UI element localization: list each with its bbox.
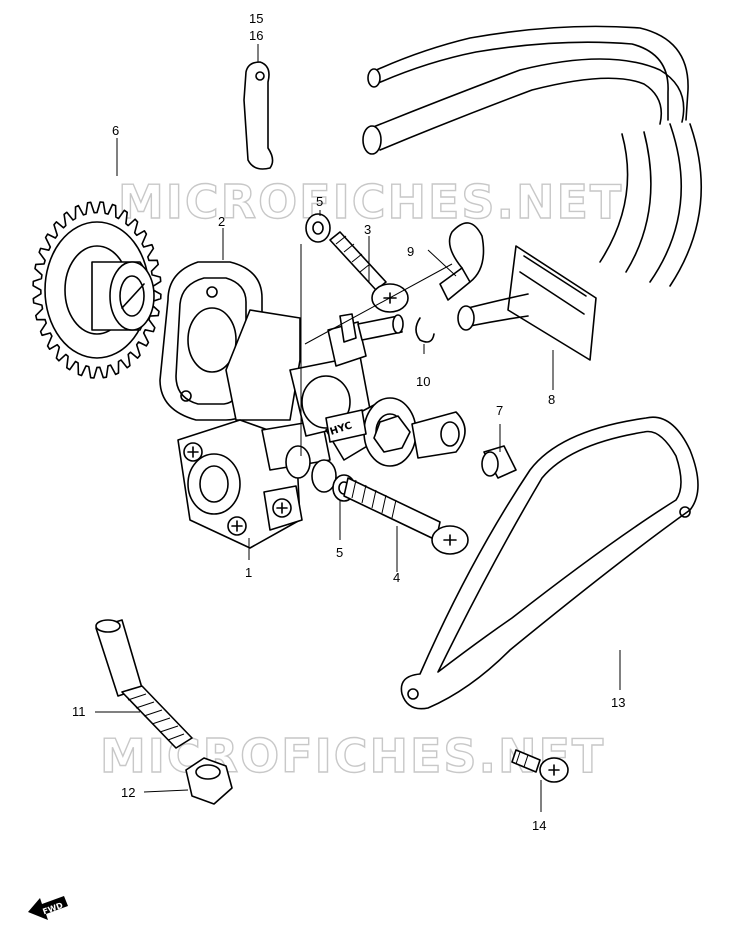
screw-part-14 (511, 749, 569, 783)
callout-3: 3 (364, 222, 371, 237)
bolt-part-4 (343, 477, 469, 555)
clip-part-10 (415, 317, 435, 343)
watermark-top: MICROFICHES.NET (118, 175, 623, 229)
oil-pump-body: HYC (177, 309, 466, 549)
callout-labels: 6 2 5 3 9 10 8 7 1 5 4 13 11 12 14 15 16 (72, 11, 625, 833)
callout-5-bottom: 5 (336, 545, 343, 560)
callout-13: 13 (611, 695, 625, 710)
callout-9: 9 (407, 244, 414, 259)
callout-15: 15 (249, 11, 263, 26)
fwd-arrow-icon: FWD (28, 896, 68, 920)
callout-5-top: 5 (316, 194, 323, 209)
callout-12: 12 (121, 785, 135, 800)
pipe-part-9 (439, 222, 485, 301)
callout-10: 10 (416, 374, 430, 389)
nut-part-12 (185, 757, 233, 805)
callout-14: 14 (532, 818, 546, 833)
bolt-part-3 (329, 231, 409, 313)
hoses-part-8 (362, 25, 703, 361)
clamp-part-15-16 (243, 61, 274, 170)
stud-part-11 (95, 619, 193, 749)
callout-2: 2 (218, 214, 225, 229)
plug-part-6 (481, 445, 517, 479)
leader-lines (95, 44, 621, 812)
callout-8: 8 (548, 392, 555, 407)
gear-part (32, 201, 162, 379)
callout-4: 4 (393, 570, 400, 585)
callout-7: 6 (112, 123, 119, 138)
callout-6: 7 (496, 403, 503, 418)
callout-11: 11 (72, 704, 86, 719)
callout-16: 16 (249, 28, 263, 43)
callout-1: 1 (245, 565, 252, 580)
cover-gasket-part-13 (400, 416, 699, 710)
washer-part-5-top (305, 213, 331, 243)
